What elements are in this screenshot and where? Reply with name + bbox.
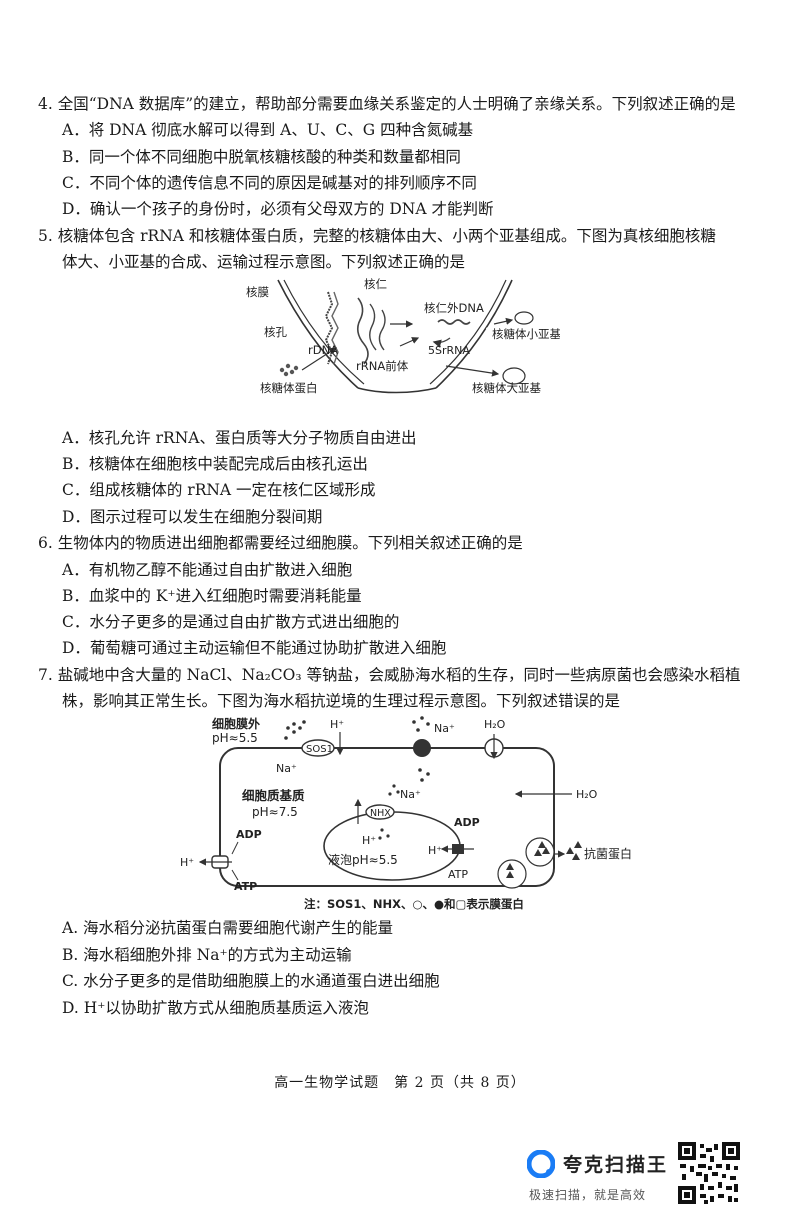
large-subunit-shape <box>502 367 526 385</box>
na-dots-channel <box>412 716 430 782</box>
q6-option-b: B．血浆中的 K⁺进入红细胞时需要消耗能量 <box>62 587 362 605</box>
label-matrix-ph: pH≈7.5 <box>252 805 298 819</box>
nuclear-membrane-right-outer <box>435 279 513 389</box>
nuclear-membrane-outer <box>277 279 359 389</box>
label-nuclear-pore: 核孔 <box>264 325 287 339</box>
label-atp-vacuole: ATP <box>448 868 468 881</box>
label-large-subunit: 核糖体大亚基 <box>472 381 541 395</box>
label-h2o-top: H₂O <box>484 718 506 731</box>
q7-option-d: D. H⁺以协助扩散方式从细胞质基质运入液泡 <box>62 999 369 1017</box>
q5-stem-line2: 体大、小亚基的合成、运输过程示意图。下列叙述正确的是 <box>62 253 466 271</box>
page-footer: 高一生物学试题 第 2 页（共 8 页） <box>274 1075 526 1091</box>
scanner-slogan: 极速扫描，就是高效 <box>529 1188 647 1202</box>
na-channel-filled <box>413 739 431 757</box>
label-adp-left: ADP <box>236 828 262 841</box>
q7-stem-line1: 7. 盐碱地中含大量的 NaCl、Na₂CO₃ 等钠盐，会威胁海水稻的生存，同时… <box>38 666 741 684</box>
q4-option-a: A．将 DNA 彻底水解可以得到 A、U、C、G 四种含氮碱基 <box>62 121 474 139</box>
q6-option-d: D．葡萄糖可通过主动运输但不能通过协助扩散进入细胞 <box>62 639 447 657</box>
q6-option-a: A．有机物乙醇不能通过自由扩散进入细胞 <box>62 561 353 579</box>
label-extra-nucleolar-dna: 核仁外DNA <box>424 301 484 315</box>
figure-note: 注：SOS1、NHX、○、●和▢表示膜蛋白 <box>304 897 524 911</box>
q5-option-b: B．核糖体在细胞核中装配完成后由核孔运出 <box>62 455 368 473</box>
label-vacuole-ph: 液泡pH≈5.5 <box>328 852 398 867</box>
q4-option-d: D．确认一个孩子的身份时，必须有父母双方的 DNA 才能判断 <box>62 200 494 218</box>
small-subunit-shape <box>514 311 534 325</box>
nuclear-pore-right <box>485 325 497 337</box>
label-h-plus-top: H⁺ <box>330 718 344 731</box>
nuclear-membrane-right-inner <box>429 279 507 385</box>
label-outside-ph: pH≈5.5 <box>212 731 258 745</box>
q6-stem: 6. 生物体内的物质进出细胞都需要经过细胞膜。下列相关叙述正确的是 <box>38 534 523 552</box>
nuclear-membrane-inner <box>283 279 365 385</box>
label-h2o-right: H₂O <box>576 788 598 801</box>
q5-stem-line1: 5. 核糖体包含 rRNA 和核糖体蛋白质，完整的核糖体由大、小两个亚基组成。下… <box>38 227 716 245</box>
q7-stem-line2: 株，影响其正常生长。下图为海水稻抗逆境的生理过程示意图。下列叙述错误的是 <box>62 692 621 710</box>
rrna-precursor-strands <box>356 297 369 365</box>
vesicle-2 <box>525 837 555 867</box>
label-h-plus-vacuole: H⁺ <box>362 834 376 847</box>
label-nucleolus: 核仁 <box>364 277 387 291</box>
label-na-plus-vacuole: Na⁺ <box>400 788 421 801</box>
q4-stem: 4. 全国“DNA 数据库”的建立，帮助部分需要血缘关系鉴定的人士明确了亲缘关系… <box>38 95 736 113</box>
q5-option-c: C．组成核糖体的 rRNA 一定在核仁区域形成 <box>62 481 376 499</box>
rice-stress-figure: SOS1 NHX <box>180 716 632 911</box>
q7-option-b: B. 海水稻细胞外排 Na⁺的方式为主动运输 <box>62 946 352 964</box>
label-na-plus-left: Na⁺ <box>276 762 297 775</box>
nhx-protein <box>365 804 395 820</box>
label-outside: 细胞膜外 <box>212 716 260 731</box>
sos1-protein <box>301 739 335 757</box>
label-h-plus-left: H⁺ <box>180 856 194 869</box>
vesicle-1 <box>497 859 527 889</box>
nuclear-pore-left <box>293 325 305 337</box>
label-nuclear-membrane: 核膜 <box>246 285 269 299</box>
q5-option-a: A．核孔允许 rRNA、蛋白质等大分子物质自由进出 <box>62 429 417 447</box>
label-5s-rrna: 5SrRNA <box>428 344 470 357</box>
scanner-logo-icon <box>527 1150 555 1178</box>
q4-option-c: C．不同个体的遗传信息不同的原因是碱基对的排列顺序不同 <box>62 174 477 192</box>
q6-option-c: C．水分子更多的是通过自由扩散方式进出细胞的 <box>62 613 400 631</box>
label-atp-left: ATP <box>234 880 257 893</box>
ribosomal-protein-dots <box>279 363 299 377</box>
na-dots-sos1 <box>284 720 306 740</box>
nuclear-membrane-bottom <box>357 387 437 394</box>
scanner-watermark: 夸克扫描王 极速扫描，就是高效 <box>527 1146 687 1206</box>
q4-option-b: B．同一个体不同细胞中脱氧核糖核酸的种类和数量都相同 <box>62 148 461 166</box>
label-matrix: 细胞质基质 <box>242 788 305 803</box>
q5-option-d: D．图示过程可以发生在细胞分裂间期 <box>62 508 323 526</box>
extra-nucleolar-dna <box>437 319 471 325</box>
label-rdna: rDNA <box>308 343 338 357</box>
q7-option-a: A. 海水稻分泌抗菌蛋白需要细胞代谢产生的能量 <box>62 919 394 937</box>
label-sos1: SOS1 <box>306 744 333 755</box>
label-antibacterial: 抗菌蛋白 <box>584 846 632 861</box>
label-ribosomal-protein: 核糖体蛋白 <box>260 381 318 395</box>
label-na-plus-top: Na⁺ <box>434 722 455 735</box>
qr-code-icon <box>678 1142 740 1204</box>
ribosome-synthesis-figure: 核膜 核仁 核仁外DNA 核孔 核糖体小亚基 rDNA 5SrRNA rRNA前… <box>246 277 560 395</box>
q7-option-c: C. 水分子更多的是借助细胞膜上的水通道蛋白进出细胞 <box>62 972 440 990</box>
label-h-plus-pump: H⁺ <box>428 844 442 857</box>
label-nhx: NHX <box>370 808 391 819</box>
label-adp-vacuole: ADP <box>454 816 480 829</box>
label-rrna-precursor: rRNA前体 <box>356 359 409 373</box>
label-small-subunit: 核糖体小亚基 <box>492 327 560 341</box>
scanner-brand-name: 夸克扫描王 <box>563 1154 669 1176</box>
